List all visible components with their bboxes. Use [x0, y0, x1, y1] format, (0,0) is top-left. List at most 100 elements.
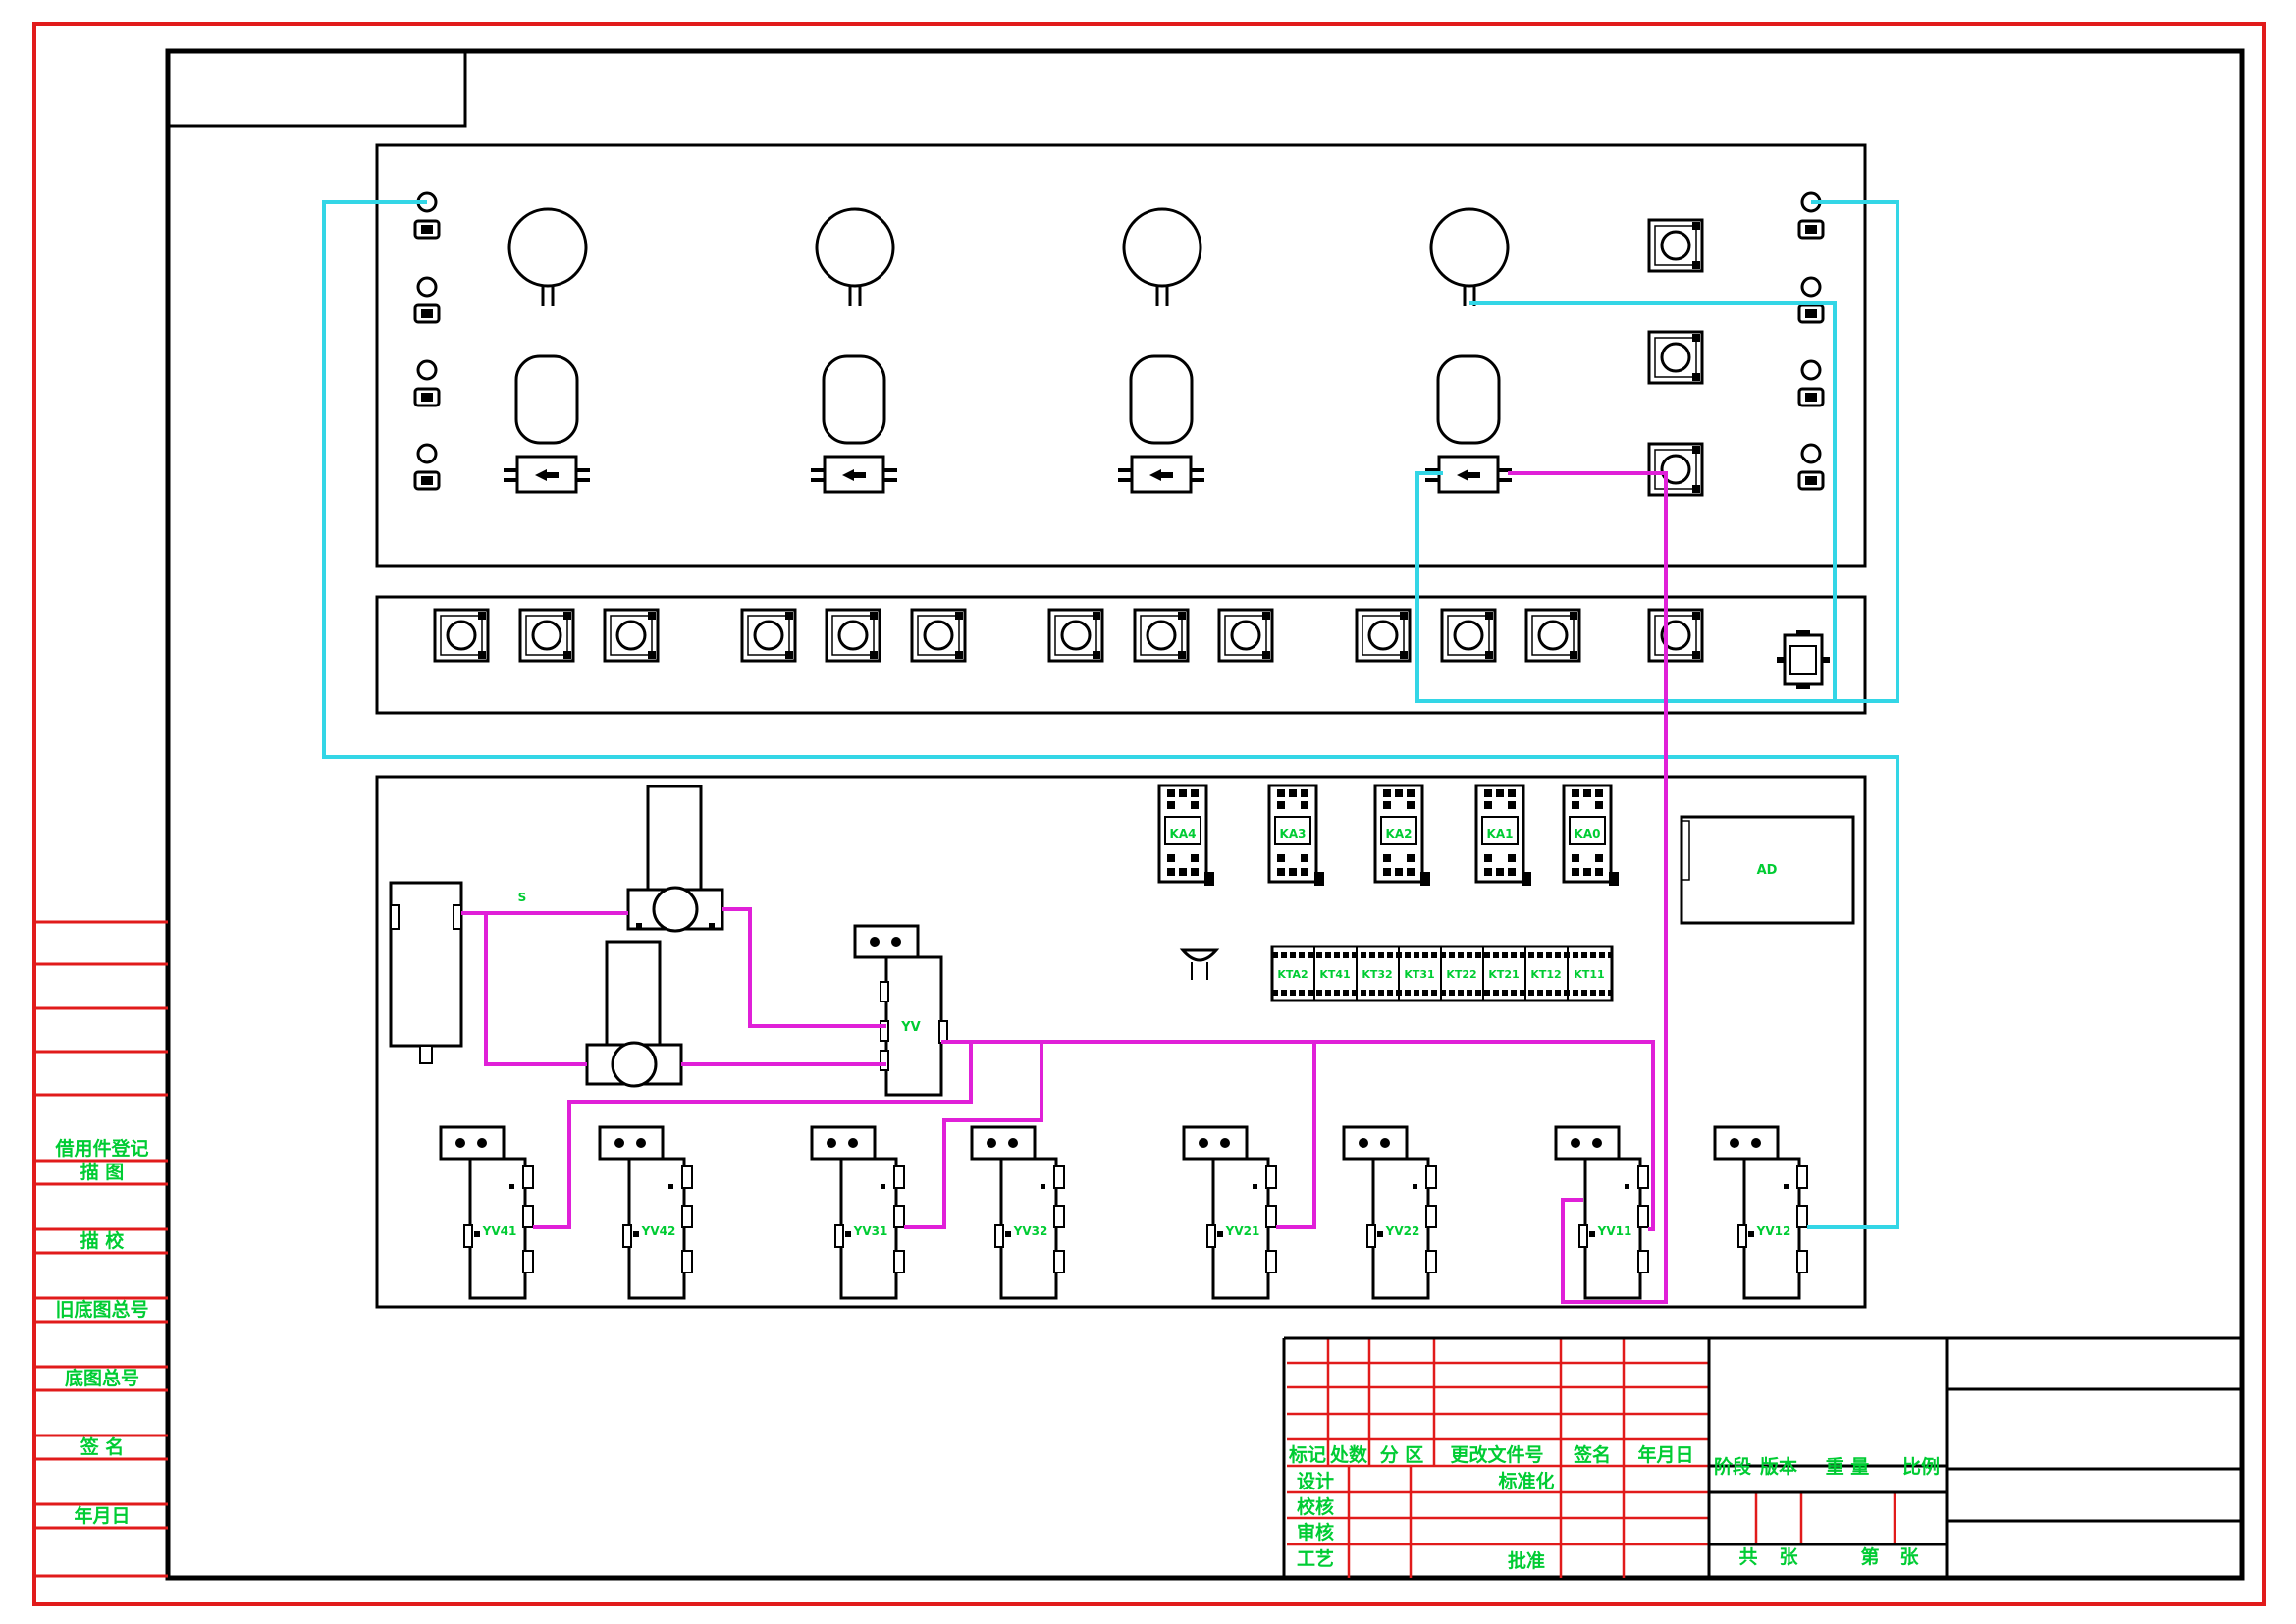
tb-page: 第 — [1860, 1545, 1879, 1568]
cyan-wiring — [322, 200, 1899, 1229]
relay-label-ka4: KA4 — [1170, 827, 1197, 840]
pilot-lamp-4 — [507, 207, 588, 308]
indicator-left-3 — [413, 359, 441, 407]
strip-button — [825, 608, 881, 663]
strip-button — [910, 608, 967, 663]
side-row-2: 描 校 — [80, 1229, 126, 1252]
side-row-3: 旧底图总号 — [55, 1298, 148, 1321]
drawing-code-box — [168, 51, 467, 128]
indicator-left-1 — [413, 191, 441, 240]
pilot-lamp-1 — [1429, 207, 1510, 308]
valve-yv22 — [1342, 1125, 1438, 1300]
valve-label-yv11: YV11 — [1597, 1224, 1632, 1238]
tb-header-date: 年月日 — [1637, 1443, 1693, 1466]
timer-label: KT41 — [1319, 968, 1350, 981]
strip-button — [1524, 608, 1581, 663]
tb-total: 共 — [1738, 1546, 1757, 1568]
button-strip — [375, 595, 1867, 715]
pressure-gauge-4 — [502, 354, 592, 494]
panel-button-top-3 — [1647, 442, 1704, 497]
selector-switch — [1777, 630, 1830, 689]
panel-button-top-1 — [1647, 218, 1704, 273]
strip-button — [433, 608, 490, 663]
valve-yv42 — [598, 1125, 694, 1300]
top-panel — [375, 143, 1867, 568]
relay-label-ka1: KA1 — [1487, 827, 1514, 840]
side-row-5: 签 名 — [80, 1435, 125, 1458]
strip-button — [1440, 608, 1497, 663]
timer-label: KT21 — [1488, 968, 1519, 981]
valve-label-yv22: YV22 — [1385, 1224, 1420, 1238]
tb-header-zone: 分 区 — [1380, 1444, 1424, 1466]
valve-yv32 — [970, 1125, 1066, 1300]
tb-header-mark: 标记 — [1289, 1444, 1326, 1466]
pilot-lamp-2 — [1122, 207, 1202, 308]
valve-label-yv41: YV41 — [482, 1224, 517, 1238]
strip-button — [518, 608, 575, 663]
indicator-left-2 — [413, 276, 441, 324]
valve-label-yv42: YV42 — [641, 1224, 676, 1238]
magenta-wiring — [461, 471, 1668, 1304]
tb-header-count: 处数 — [1329, 1443, 1368, 1466]
motor — [389, 881, 463, 1064]
indicator-right-4 — [1797, 443, 1825, 491]
ad-label: AD — [1757, 863, 1778, 878]
timer-label: KT32 — [1362, 968, 1392, 981]
tb-version: 版本 — [1760, 1455, 1797, 1478]
tb-sheets: 张 — [1779, 1546, 1798, 1568]
pilot-lamp-3 — [815, 207, 895, 308]
indicator-left-4 — [413, 443, 441, 491]
tb-standardize: 标准化 — [1498, 1470, 1554, 1492]
valve-yv41 — [439, 1125, 535, 1300]
side-row-4: 底图总号 — [65, 1367, 139, 1389]
strip-button — [1217, 608, 1274, 663]
timer-label: KT31 — [1404, 968, 1434, 981]
timer-label: KTA2 — [1277, 968, 1308, 981]
tb-scale: 比例 — [1902, 1455, 1940, 1478]
strip-button — [1133, 608, 1190, 663]
tb-header-sign: 签名 — [1573, 1443, 1611, 1466]
solenoid-cylinder-2 — [585, 940, 683, 1088]
indicator-right-1 — [1797, 191, 1825, 240]
side-row-0: 借用件登记 — [54, 1137, 148, 1160]
side-panel: 借用件登记 描 图 描 校 旧底图总号 底图总号 签 名 年月日 — [36, 920, 168, 1578]
valve-label-yv32: YV32 — [1013, 1224, 1048, 1238]
tb-approve: 批准 — [1508, 1550, 1545, 1572]
panel-button-top-2 — [1647, 330, 1704, 385]
timer-label: KT12 — [1530, 968, 1561, 981]
solenoid-cylinder-1 — [626, 785, 724, 933]
ad-module — [1680, 815, 1855, 925]
valve-label-yv31: YV31 — [853, 1224, 888, 1238]
timer-label: KT22 — [1446, 968, 1476, 981]
tb-design: 设计 — [1297, 1471, 1334, 1492]
tb-check: 校核 — [1297, 1495, 1334, 1518]
valve-yv21 — [1182, 1125, 1278, 1300]
valve-label-yv21: YV21 — [1225, 1224, 1260, 1238]
valve-label-yv12: YV12 — [1756, 1224, 1791, 1238]
pressure-gauge-3 — [809, 354, 899, 494]
outer-border — [32, 22, 2266, 1606]
main-valve-label: YV — [900, 1020, 920, 1035]
tb-sheet2: 张 — [1899, 1546, 1919, 1568]
timer-label: KT11 — [1574, 968, 1604, 981]
indicator-right-3 — [1797, 359, 1825, 407]
strip-button — [740, 608, 797, 663]
strip-button — [603, 608, 660, 663]
strip-button — [1355, 608, 1412, 663]
tb-review: 审核 — [1297, 1521, 1334, 1543]
relay-label-ka0: KA0 — [1575, 827, 1601, 840]
valve-yv11 — [1554, 1125, 1650, 1300]
title-block: 标记 处数 分 区 更改文件号 签名 年月日 设计 标准化 校核 审核 工艺 批… — [1282, 1336, 2242, 1578]
timer-bank — [1270, 945, 1614, 1002]
valve-yv12 — [1713, 1125, 1809, 1300]
tb-weight: 重 量 — [1826, 1456, 1870, 1478]
s-label: S — [518, 891, 527, 904]
relay-label-ka3: KA3 — [1280, 827, 1307, 840]
relay-label-ka2: KA2 — [1386, 827, 1413, 840]
inner-border — [165, 48, 2245, 1581]
pressure-gauge-2 — [1116, 354, 1206, 494]
buzzer-icon — [1179, 948, 1220, 980]
side-row-6: 年月日 — [74, 1504, 130, 1527]
strip-button — [1047, 608, 1104, 663]
